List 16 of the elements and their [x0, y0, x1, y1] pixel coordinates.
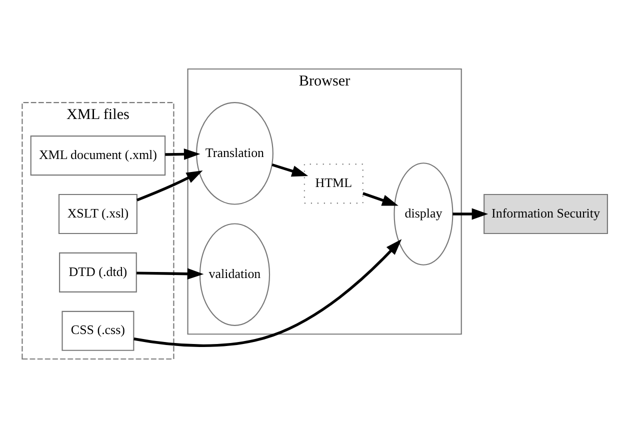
node-box: DTD (.dtd): [58, 252, 136, 292]
node-box: XSLT (.xsl): [58, 193, 137, 234]
arrow: [136, 170, 202, 201]
arrow: [452, 208, 488, 220]
node-box: XML document (.xml): [30, 135, 166, 176]
node-ellipse: Translation: [196, 102, 273, 204]
node-ellipse: validation: [198, 222, 270, 326]
arrow: [164, 148, 200, 160]
node-box: CSS (.css): [61, 310, 134, 350]
arrow: [133, 238, 402, 346]
arrow: [271, 162, 308, 176]
arrow: [136, 268, 204, 280]
node-ellipse: display: [393, 162, 453, 265]
arrow: [362, 192, 398, 206]
node-box: HTML: [303, 163, 363, 204]
node-box: Information Security: [483, 193, 608, 234]
